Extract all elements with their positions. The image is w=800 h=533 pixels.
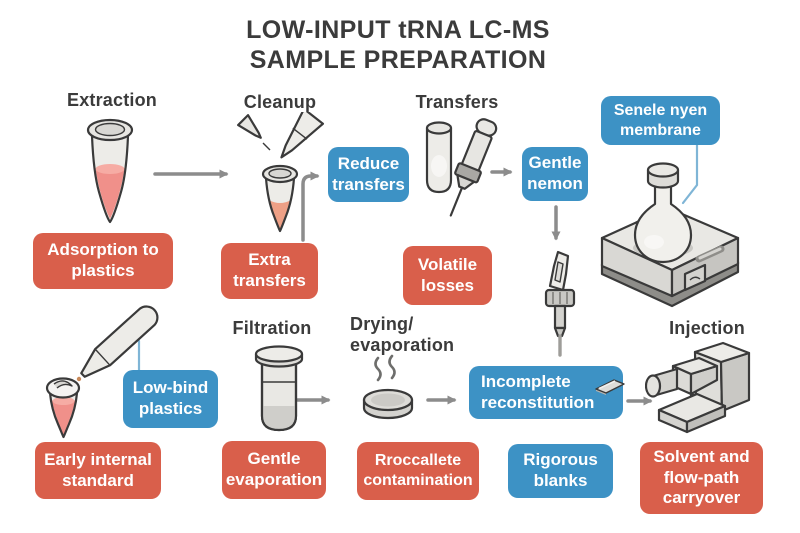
membrane-strip-icon [595, 378, 626, 395]
problem-box-contamination: Rroccallete contamination [357, 442, 479, 500]
page-title: LOW-INPUT tRNA LC-MS SAMPLE PREPARATION [246, 16, 550, 74]
injector-instrument-icon [645, 340, 765, 442]
problem-box-carryover: Solvent and flow-path carryover [640, 442, 763, 514]
problem-box-gentle-evaporation: Gentle evaporation [222, 441, 326, 499]
solution-box-incomplete-label: Incomplete reconstitution [481, 371, 595, 412]
solution-box-gentle-nemon: Gentle nemon [522, 147, 588, 201]
microcentrifuge-tube-icon [82, 116, 140, 228]
solution-box-low-bind: Low-bind plastics [123, 370, 218, 428]
problem-box-extra-transfers: Extra transfers [221, 243, 318, 299]
heading-filtration: Filtration [232, 318, 312, 338]
problem-box-early-internal-standard: Early internal standard [35, 442, 161, 499]
heading-injection: Injection [669, 318, 745, 338]
solution-box-incomplete-reconstitution: Incomplete reconstitution [469, 366, 626, 419]
heading-drying: Drying/ evaporation [350, 314, 455, 356]
heading-extraction: Extraction [66, 90, 158, 110]
callout-line-membrane [681, 143, 699, 205]
evaporating-disc-icon [352, 352, 424, 424]
solution-box-membrane: Senele nyen membrane [601, 96, 720, 145]
filter-column-icon [247, 344, 311, 436]
spray-tip-icon [536, 248, 584, 360]
heading-transfers: Transfers [415, 92, 499, 112]
arrow-to-reduce-transfers [301, 171, 320, 242]
pipette-dispensing-into-tube-icon [25, 303, 165, 445]
tube-and-syringe-icon [418, 118, 506, 246]
heading-cleanup: Cleanup [243, 92, 317, 112]
problem-box-adsorption: Adsorption to plastics [33, 233, 173, 289]
flask-on-evaporator-icon [597, 150, 793, 308]
problem-box-volatile-losses: Volatile losses [403, 246, 492, 305]
solution-box-rigorous-blanks: Rigorous blanks [508, 444, 613, 498]
pipette-tips-into-tube-icon [233, 112, 328, 240]
solution-box-reduce-transfers: Reduce transfers [328, 147, 409, 202]
